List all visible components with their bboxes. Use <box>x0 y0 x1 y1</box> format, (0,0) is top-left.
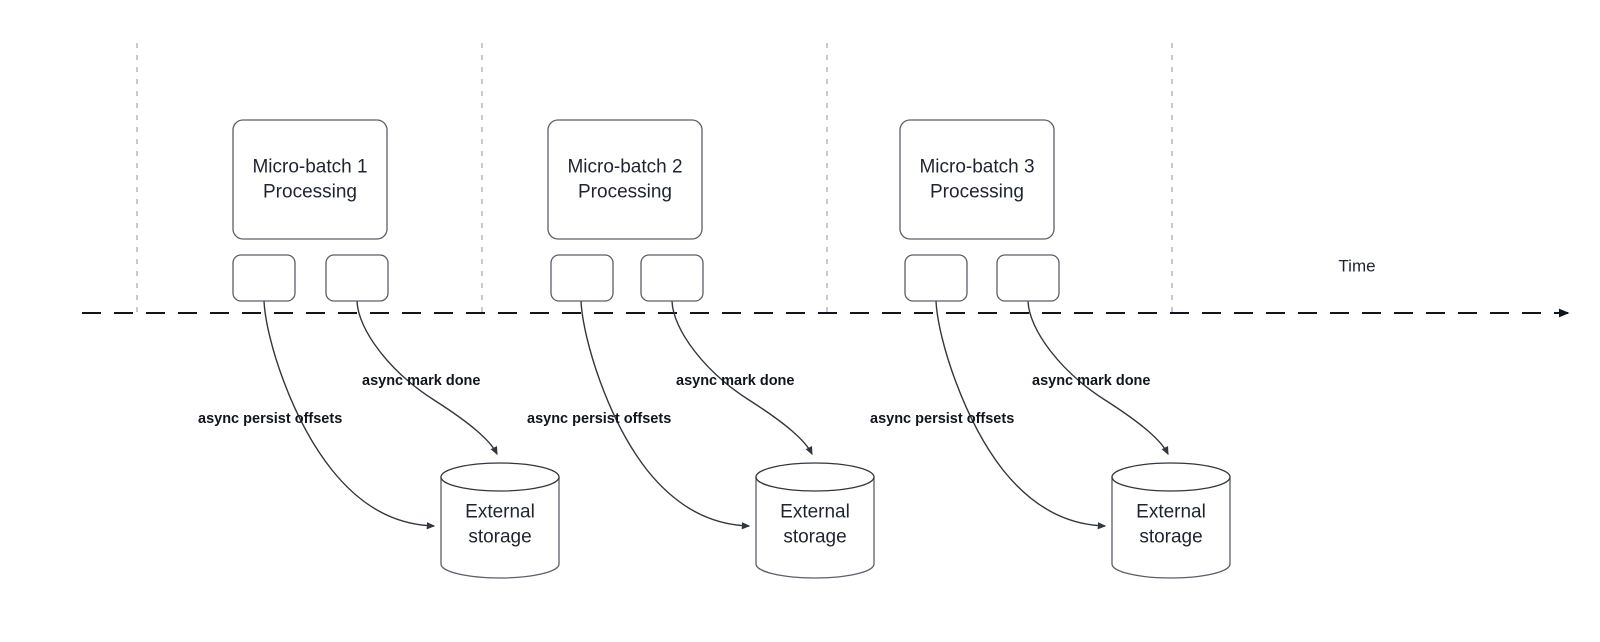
task-box-persist-1[interactable] <box>232 254 296 302</box>
edge-async-mark-done-1-label: async mark done <box>362 373 480 389</box>
external-storage-3-line2: storage <box>1139 527 1202 548</box>
micro-batch-1-processing-line2: Processing <box>263 182 357 203</box>
diagram-text: Time Micro-batch 1 Processing async persist… <box>198 157 1376 548</box>
external-storage-1-top <box>440 462 560 492</box>
external-storage-2-line2: storage <box>783 527 846 548</box>
micro-batch-1-processing[interactable] <box>232 119 388 240</box>
edge-async-persist-offsets-2-label: async persist offsets <box>527 411 671 427</box>
edge-async-persist-offsets-3-label: async persist offsets <box>870 411 1014 427</box>
micro-batch-2-processing-line2: Processing <box>578 182 672 203</box>
external-storage-3-body[interactable] <box>1111 476 1231 579</box>
task-box-mark-2[interactable] <box>640 254 704 302</box>
batch-boundary-ticks <box>136 43 1173 313</box>
external-storage-1-line2: storage <box>468 527 531 548</box>
edge-async-mark-done-3-label: async mark done <box>1032 373 1150 389</box>
micro-batch-3-processing[interactable] <box>899 119 1055 240</box>
external-storage-1-body[interactable] <box>440 476 560 579</box>
micro-batch-3-processing-line1: Micro-batch 3 <box>919 157 1034 178</box>
edge-async-mark-done-2 <box>671 300 813 456</box>
external-storage-3-top <box>1111 462 1231 492</box>
task-box-mark-3[interactable] <box>996 254 1060 302</box>
micro-batch-2-processing-line1: Micro-batch 2 <box>567 157 682 178</box>
edge-async-persist-offsets-3 <box>935 300 1107 530</box>
flow-edges <box>263 300 1169 530</box>
edge-async-persist-offsets-2 <box>580 300 751 530</box>
task-box-persist-2[interactable] <box>550 254 614 302</box>
edge-async-mark-done-2-label: async mark done <box>676 373 794 389</box>
micro-batch-3-processing-line2: Processing <box>930 182 1024 203</box>
micro-batch-1-processing-line1: Micro-batch 1 <box>252 157 367 178</box>
edge-async-mark-done-3 <box>1027 300 1169 456</box>
edge-async-persist-offsets-1 <box>263 300 436 530</box>
external-storage-3-line1: External <box>1136 502 1206 523</box>
edge-async-persist-offsets-1-label: async persist offsets <box>198 411 342 427</box>
external-storage-2-body[interactable] <box>755 476 875 579</box>
task-box-mark-1[interactable] <box>325 254 389 302</box>
task-box-persist-3[interactable] <box>904 254 968 302</box>
diagram-nodes <box>232 119 1231 579</box>
micro-batch-2-processing[interactable] <box>547 119 703 240</box>
external-storage-1-line1: External <box>465 502 535 523</box>
external-storage-2-line1: External <box>780 502 850 523</box>
edge-async-mark-done-1 <box>356 300 498 456</box>
external-storage-2-top <box>755 462 875 492</box>
time-axis-label: Time <box>1338 256 1375 275</box>
